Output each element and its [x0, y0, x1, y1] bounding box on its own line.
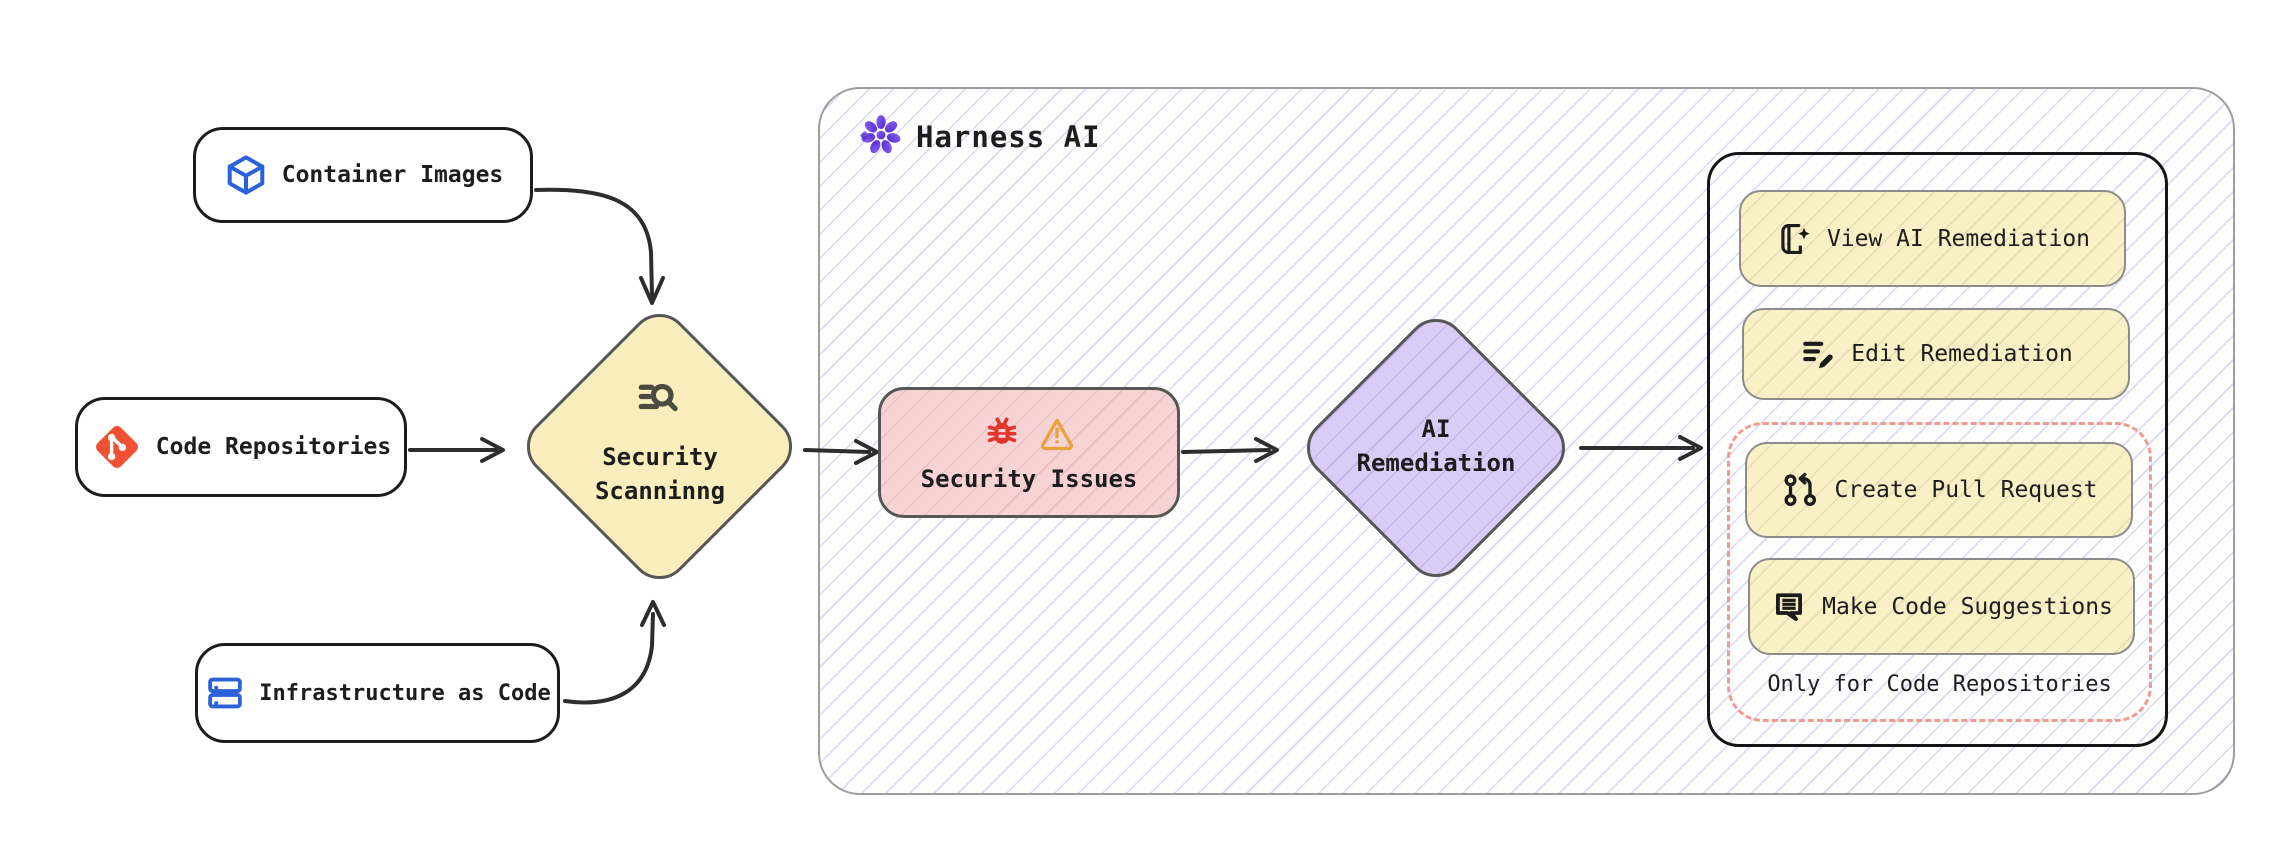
- button-label: Make Code Suggestions: [1822, 593, 2113, 620]
- git-icon: [91, 421, 143, 473]
- security-issues-label: Security Issues: [920, 464, 1138, 493]
- button-label: Edit Remediation: [1851, 341, 2073, 367]
- create-pull-request-button[interactable]: Create Pull Request: [1745, 442, 2133, 538]
- harness-ai-header: Harness AI: [858, 112, 1101, 162]
- code-repo-only-group: [1727, 422, 2152, 722]
- server-icon: [204, 670, 246, 716]
- arrow-container-images-to-scanning: [534, 187, 654, 298]
- button-label: Create Pull Request: [1834, 477, 2098, 503]
- view-ai-remediation-button[interactable]: View AI Remediation: [1739, 190, 2126, 287]
- node-security-issues[interactable]: Security Issues: [878, 387, 1180, 518]
- code-comment-icon: [1770, 588, 1808, 626]
- remediation-actions-panel: [1707, 152, 2168, 747]
- search-list-icon: [632, 376, 684, 426]
- cube-icon: [223, 152, 269, 198]
- node-label: Container Images: [281, 162, 504, 188]
- make-code-suggestions-button[interactable]: Make Code Suggestions: [1748, 558, 2135, 655]
- bug-icon: [982, 413, 1022, 457]
- harness-ai-flower-icon: [858, 112, 904, 162]
- node-label: Infrastructure as Code: [259, 680, 551, 706]
- security-scanning-label: Security Scanninng: [594, 443, 726, 506]
- code-repo-only-note: Only for Code Repositories: [1767, 672, 2112, 697]
- ai-remediation-label: AI Remediation: [1356, 415, 1516, 478]
- node-container-images[interactable]: Container Images: [193, 127, 533, 223]
- list-pencil-icon: [1799, 335, 1837, 373]
- edit-remediation-button[interactable]: Edit Remediation: [1742, 308, 2130, 400]
- node-label: Code Repositories: [155, 434, 392, 460]
- pull-request-icon: [1780, 470, 1820, 510]
- node-code-repositories[interactable]: Code Repositories: [75, 397, 407, 497]
- notebook-sparkle-icon: [1775, 220, 1813, 258]
- arrow-iac-to-scanning: [563, 612, 655, 705]
- node-infrastructure-as-code[interactable]: Infrastructure as Code: [195, 643, 560, 743]
- harness-ai-title: Harness AI: [916, 120, 1101, 154]
- button-label: View AI Remediation: [1826, 225, 2091, 252]
- warning-icon: [1038, 414, 1076, 456]
